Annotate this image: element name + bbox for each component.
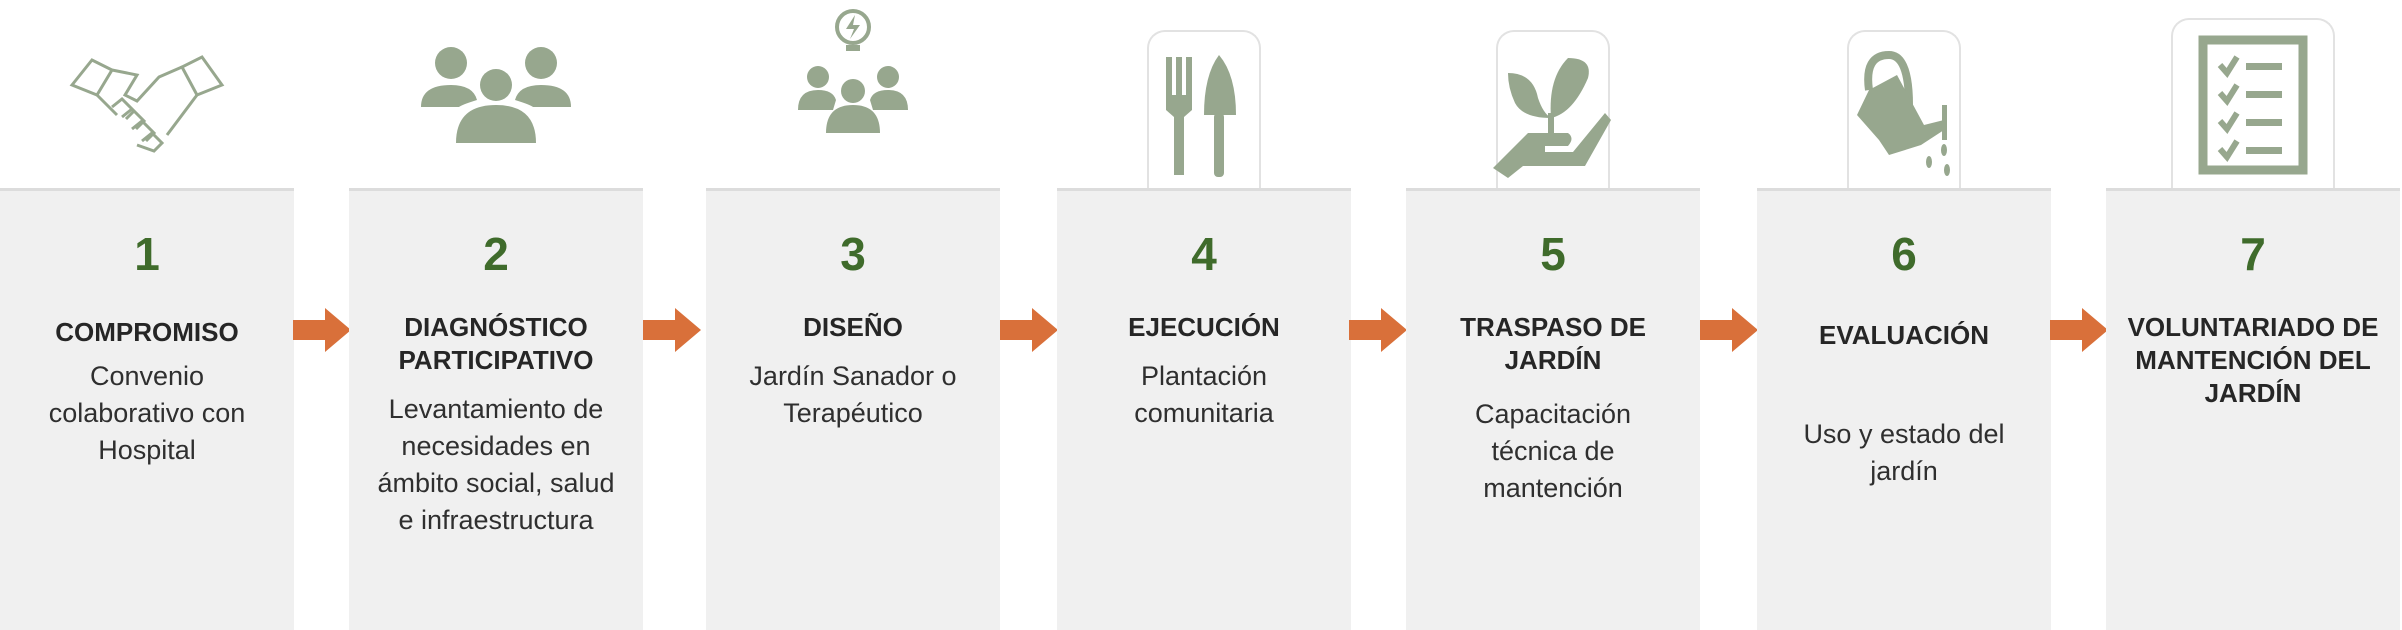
step-number: 5 (1540, 228, 1566, 280)
step-description: Convenio colaborativo con Hospital (48, 361, 246, 465)
step-7: 7 VOLUNTARIADO DE MANTENCIÓN DEL JARDÍN (2106, 0, 2400, 630)
arrow-right-icon (293, 308, 351, 352)
watering-can-icon (1857, 50, 1950, 176)
people-group-icon (421, 47, 571, 143)
step-title: VOLUNTARIADO DE MANTENCIÓN DEL JARDÍN (2127, 312, 2379, 408)
step-box: 3 DISEÑO Jardín Sanador o Terapéutico (706, 188, 1000, 630)
arrow-right-icon (1349, 308, 1407, 352)
step-1: 1 COMPROMISO Convenio colaborativo con H… (0, 0, 294, 630)
arrow-right-icon (643, 308, 701, 352)
step-3: 3 DISEÑO Jardín Sanador o Terapéutico (706, 0, 1000, 630)
step-description: Uso y estado del jardín (1803, 419, 2005, 486)
arrow-right-icon (2050, 308, 2108, 352)
step-2: 2 DIAGNÓSTICO PARTICIPATIVO Levantamient… (349, 0, 643, 630)
step-number: 6 (1891, 228, 1917, 280)
hand-plant-icon (1493, 58, 1611, 178)
step-description: Levantamiento de necesidades en ámbito s… (377, 394, 615, 535)
step-number: 1 (134, 228, 160, 280)
step-box: 6 EVALUACIÓN Uso y estado del jardín (1757, 188, 2051, 630)
step-description: Plantación comunitaria (1134, 361, 1274, 428)
step-title: DIAGNÓSTICO PARTICIPATIVO (398, 312, 594, 375)
step-title: EJECUCIÓN (1128, 312, 1280, 342)
step-title: TRASPASO DE JARDÍN (1460, 312, 1646, 375)
step-description: Capacitación técnica de mantención (1474, 399, 1632, 503)
step-box: 7 VOLUNTARIADO DE MANTENCIÓN DEL JARDÍN (2106, 188, 2400, 630)
handshake-icon (69, 55, 225, 153)
step-description: Jardín Sanador o Terapéutico (749, 361, 957, 428)
step-4: 4 EJECUCIÓN Plantación comunitaria (1057, 0, 1351, 630)
step-number: 7 (2240, 228, 2266, 280)
step-number: 2 (483, 228, 509, 280)
step-6: 6 EVALUACIÓN Uso y estado del jardín (1757, 0, 2051, 630)
fork-trowel-icon (1166, 55, 1236, 177)
checklist-icon (2198, 35, 2308, 175)
step-box: 5 TRASPASO DE JARDÍN Capacitación técnic… (1406, 188, 1700, 630)
step-title: COMPROMISO (55, 317, 239, 347)
step-number: 4 (1191, 228, 1217, 280)
arrow-right-icon (1700, 308, 1758, 352)
step-box: 1 COMPROMISO Convenio colaborativo con H… (0, 188, 294, 630)
step-box: 2 DIAGNÓSTICO PARTICIPATIVO Levantamient… (349, 188, 643, 630)
step-box: 4 EJECUCIÓN Plantación comunitaria (1057, 188, 1351, 630)
icon-frame (2171, 18, 2335, 190)
team-idea-icon (798, 9, 908, 133)
step-5: 5 TRASPASO DE JARDÍN Capacitación técnic… (1406, 0, 1700, 630)
step-number: 3 (840, 228, 866, 280)
step-title: DISEÑO (803, 312, 903, 342)
step-title: EVALUACIÓN (1819, 320, 1989, 350)
arrow-right-icon (1000, 308, 1058, 352)
